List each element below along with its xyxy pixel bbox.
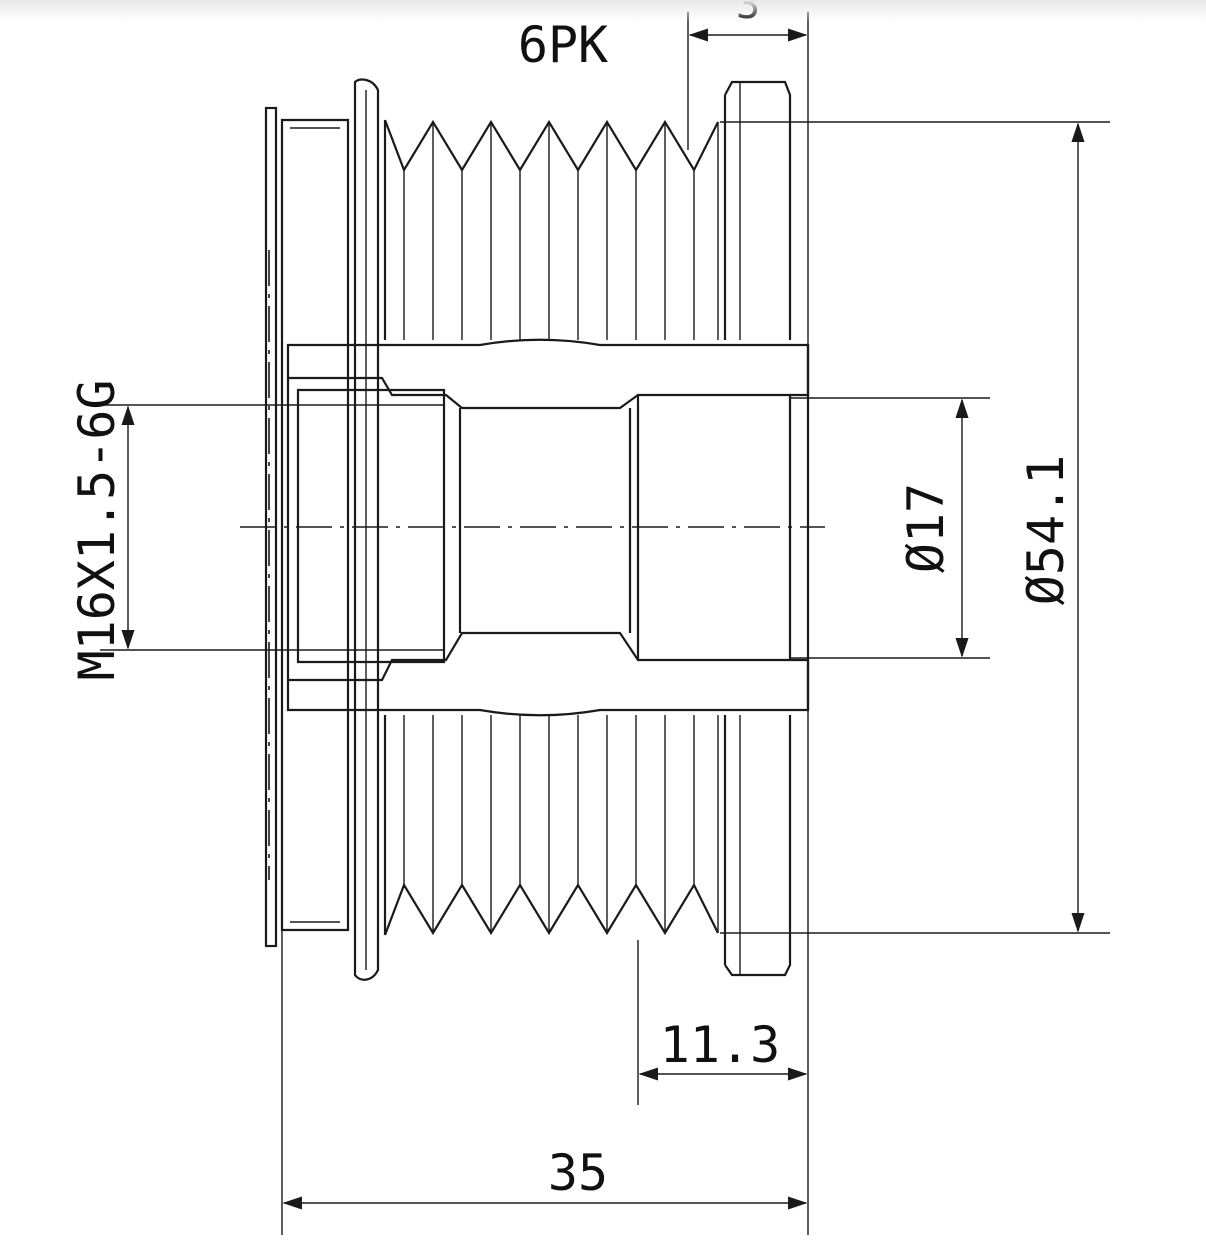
total-length-label: 35 <box>548 1144 608 1202</box>
dimension-lines <box>100 12 1110 1235</box>
belt-profile-label: 6PK <box>518 16 608 74</box>
thread-spec-label: M16X1.5-6G <box>68 379 126 680</box>
groove-width-label: 11.3 <box>660 1016 780 1074</box>
top-partial-dim-label: 3 <box>736 0 760 28</box>
pulley-body <box>264 78 792 981</box>
outer-diameter-label: Ø54.1 <box>1017 455 1075 606</box>
hub-section <box>240 338 825 717</box>
bore-diameter-label: Ø17 <box>897 483 955 573</box>
